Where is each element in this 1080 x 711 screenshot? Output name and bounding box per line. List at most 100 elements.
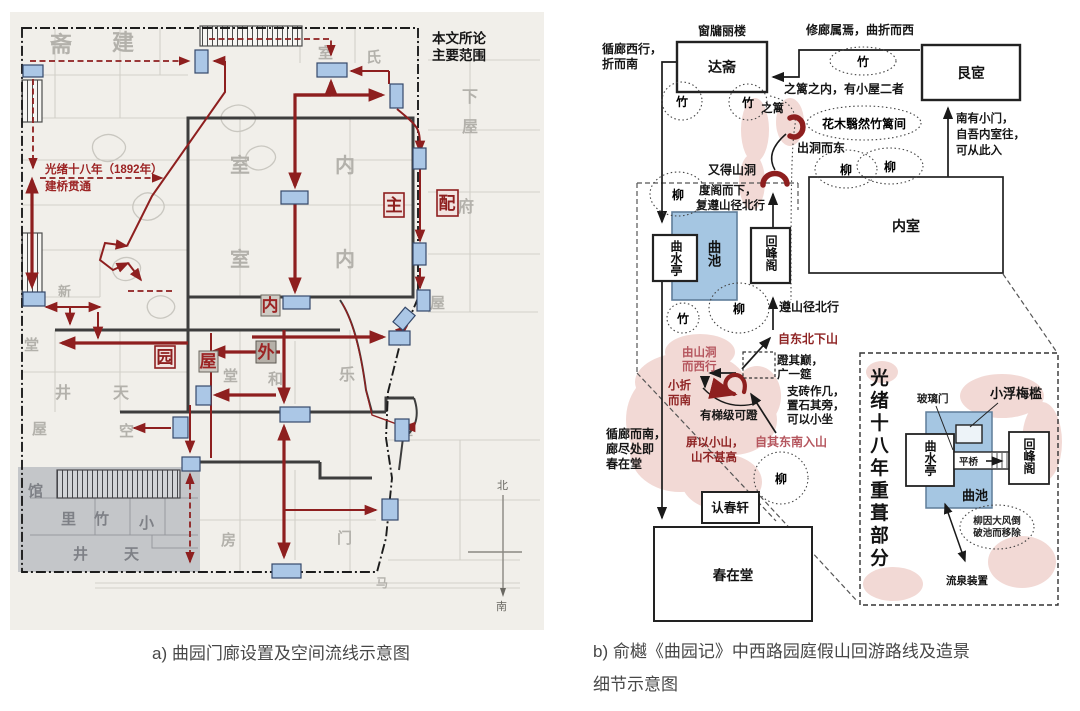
scope-note-line1: 本文所论 (432, 30, 486, 46)
map-char: 新 (58, 284, 71, 299)
map-char: 堂 (24, 336, 39, 354)
map-char: 内 (335, 153, 355, 177)
door (22, 291, 46, 307)
map-char: 小 (139, 515, 154, 532)
map-char: 屋 (32, 421, 47, 438)
inset-huifengge-box (1008, 431, 1050, 485)
bamboo-marker: 竹 (741, 95, 754, 110)
note-youtiji: 有梯级可蹬 (700, 408, 758, 422)
willow-removed-ellipse (959, 504, 1035, 550)
map-char: 屋 (462, 118, 478, 136)
bamboo-marker: 竹 (676, 311, 689, 326)
door (394, 418, 410, 442)
zone-label-house: 屋 (200, 352, 217, 371)
plan-rock-squiggles (91, 104, 277, 319)
qu-pond-label: 曲池 (706, 239, 722, 269)
dazhai-label: 达斋 (708, 59, 737, 75)
bridge-note-line2: 建桥贯通 (45, 179, 91, 193)
note-pingyi-2: 山不甚高 (691, 450, 737, 464)
map-char: 下 (462, 89, 478, 106)
corridor-hatch-left-upper (21, 79, 43, 123)
compass-south-label: 南 (496, 600, 507, 613)
map-char: 斋 (49, 32, 73, 57)
willow-marker: 柳 (672, 187, 684, 202)
map-char: 建 (112, 30, 134, 55)
caption-a: a) 曲园门廊设置及空间流线示意图 (152, 644, 410, 663)
neishi-label: 内室 (892, 218, 920, 234)
zone-label-garden: 园 (157, 348, 174, 367)
door (381, 498, 399, 521)
caption-b-line2: 细节示意图 (593, 675, 678, 694)
note-xunlang-nan-1: 循廊而南， (606, 426, 666, 441)
zone-label-main: 主 (386, 195, 403, 215)
door (280, 190, 309, 205)
map-char: 马 (376, 576, 388, 590)
hilltop-platform (742, 351, 776, 379)
hilltop-turn-arrow (708, 372, 747, 399)
bamboo-marker: 竹 (856, 54, 869, 69)
note-nanyou-2: 自吾内室往， (956, 127, 1025, 141)
door (316, 62, 348, 78)
building-neishi (808, 176, 1004, 274)
flow-network (25, 38, 426, 564)
corridor-hatch-top (199, 25, 303, 47)
door (172, 416, 189, 439)
door (392, 306, 416, 332)
genyi-label: 艮宧 (957, 65, 985, 81)
willow-note-2: 破池而移除 (973, 527, 1021, 539)
note-xunlang-xi-2: 折而南 (602, 56, 638, 71)
route-annotations: 窗牖丽楼 修廊属焉，曲折而西 循廊西行， 折而南 之篱之内，有小屋二者 之篱 出… (602, 22, 1025, 471)
note-deng-2: 广一筵 (777, 367, 812, 381)
willow-note-1: 柳因大风倒 (973, 515, 1021, 527)
zone-label-inner: 内 (262, 295, 279, 315)
note-deng-5: 可以小坐 (787, 412, 833, 426)
chunzaitang-label: 春在堂 (712, 567, 754, 583)
building-genyi (920, 43, 1022, 102)
note-duge-1: 度阁而下， (699, 183, 757, 197)
note-xiulang: 修廊属焉，曲折而西 (805, 22, 914, 37)
map-char: 室 (230, 153, 250, 177)
inset-xiaofumeijian-label: 小浮梅槛 (990, 386, 1042, 401)
map-char: 和 (268, 371, 283, 388)
note-nanyou-3: 可从此入 (956, 143, 1002, 157)
building-qushuiting (651, 233, 699, 283)
note-xunlang-xi-1: 循廊西行， (602, 41, 662, 56)
dashed-guides (636, 182, 1057, 602)
spring-device-label: 流泉装置 (946, 574, 988, 587)
willow-marker: 柳 (884, 159, 896, 174)
map-char: 里 (61, 511, 76, 528)
route-lines (656, 49, 954, 520)
inset-border (859, 352, 1059, 606)
note-zhili: 之篱 (761, 101, 784, 115)
door (22, 64, 44, 78)
map-char: 堂 (223, 367, 238, 385)
map-char: 室 (230, 247, 250, 271)
note-nanyou-1: 南有小门， (956, 111, 1014, 125)
compass: 北 南 (468, 479, 522, 613)
inset-xiaofumeijian-box (955, 424, 983, 444)
door (195, 385, 212, 406)
map-char: 井 (55, 383, 71, 402)
panel-b-schematic: 曲池 达斋 艮宧 内室 曲水亭 回峰阁 认春轩 春在堂 竹 竹 竹 花木翳然竹篱… (593, 22, 1062, 694)
inset-bridge-label: 平桥 (959, 456, 979, 468)
building-huifengge (749, 226, 792, 285)
door (412, 147, 427, 170)
note-deng-1: 蹬其巅， (777, 353, 823, 367)
willow-marker: 柳 (733, 301, 745, 316)
map-char: 竹 (93, 510, 109, 528)
note-xunlang-nan-2: 廊尽处即 (606, 441, 654, 456)
map-char: 氏 (366, 48, 381, 66)
building-dazhai (675, 40, 769, 94)
panel-a-plan: 斋 建 室 氏 下 屋 府 室 内 室 内 屋 新 堂 井 天 屋 空 堂 和 … (10, 12, 544, 663)
plan-gray-annex: 馆 里 竹 小 井 天 (18, 467, 200, 572)
note-deng-3: 支砖作几， (786, 384, 845, 398)
cave-symbols (760, 114, 806, 188)
zone-labels: 主 配 内 外 园 屋 (154, 189, 459, 373)
flower-fence-note: 花木翳然竹篱间 (822, 116, 906, 131)
inset-title: 光绪十八年重葺部分 (869, 367, 890, 570)
note-zidongbei: 自东北下山 (778, 331, 838, 346)
willow-marker: 柳 (775, 471, 787, 486)
note-chuangyou: 窗牖丽楼 (698, 23, 746, 38)
